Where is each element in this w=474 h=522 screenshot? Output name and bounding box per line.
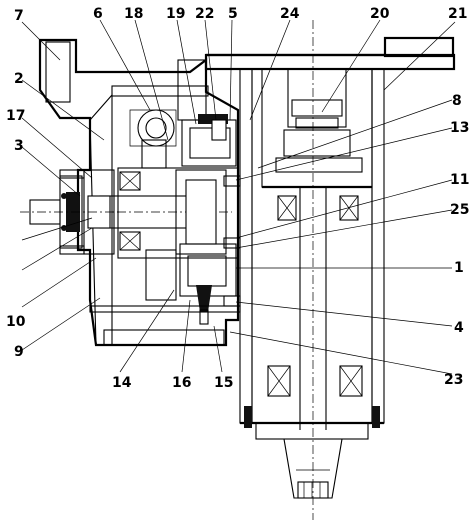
- callout-4: 4: [454, 320, 464, 336]
- callout-10: 10: [6, 314, 26, 330]
- callout-11: 11: [450, 172, 469, 188]
- callout-21: 21: [448, 6, 467, 22]
- callout-14: 14: [112, 375, 132, 391]
- callout-17: 17: [6, 108, 25, 124]
- callout-3: 3: [14, 138, 24, 154]
- callout-24: 24: [280, 6, 300, 22]
- callout-15: 15: [214, 375, 233, 391]
- callout-19: 19: [166, 6, 185, 22]
- callout-6: 6: [93, 6, 103, 22]
- callout-5: 5: [228, 6, 238, 22]
- leader-lines: [21, 19, 456, 375]
- callout-8: 8: [452, 93, 462, 109]
- input-flange: [20, 169, 241, 313]
- callout-23: 23: [444, 372, 463, 388]
- callout-2: 2: [14, 71, 24, 87]
- callout-7: 7: [14, 8, 24, 24]
- callout-22: 22: [195, 6, 214, 22]
- callout-labels: 7 6 18 19 22 5 24 20 21 2 17 3 8 13 11 2…: [6, 6, 469, 391]
- callout-16: 16: [172, 375, 191, 391]
- spindle-housing: [204, 20, 456, 520]
- callout-1: 1: [454, 260, 464, 276]
- callout-18: 18: [124, 6, 143, 22]
- callout-9: 9: [14, 344, 24, 360]
- callout-13: 13: [450, 120, 469, 136]
- callout-25: 25: [450, 202, 469, 218]
- callout-20: 20: [370, 6, 390, 22]
